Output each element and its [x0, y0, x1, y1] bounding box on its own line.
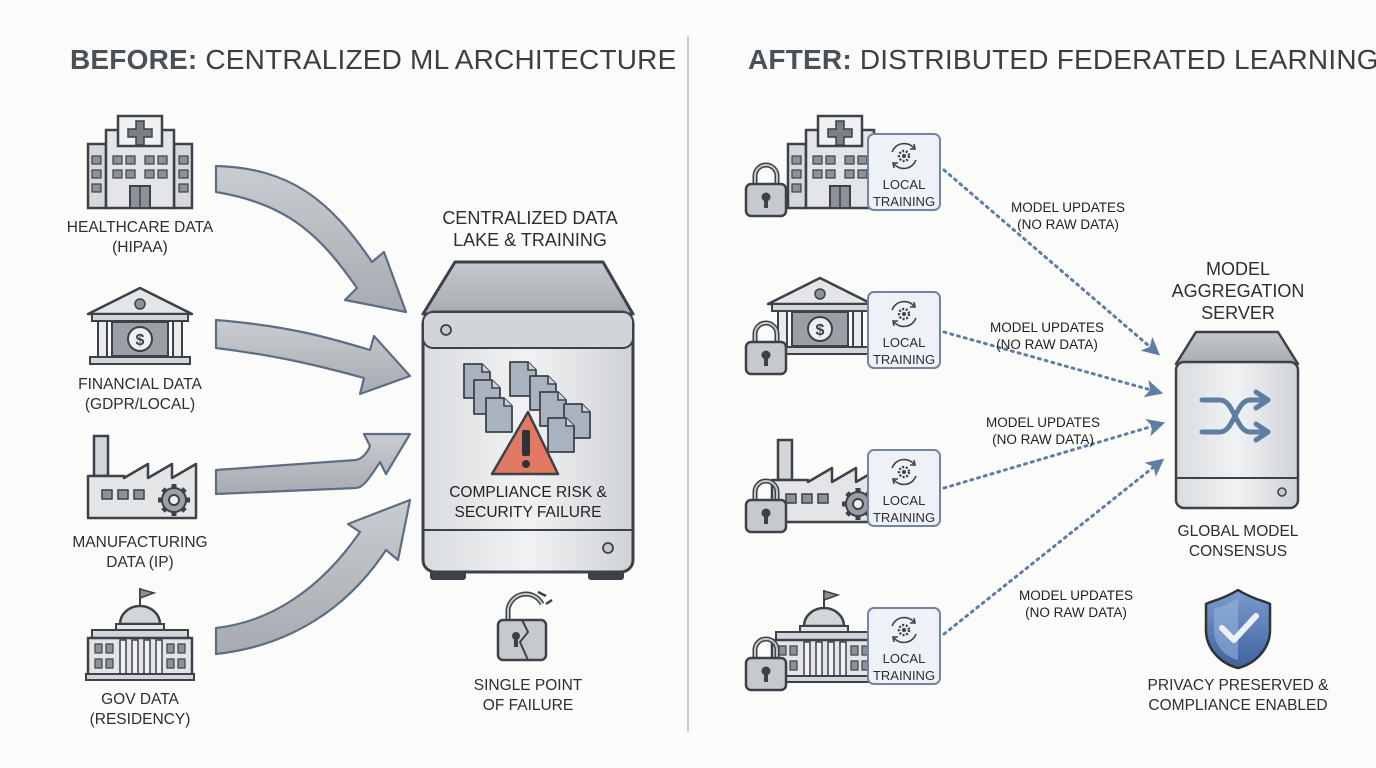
source-label-manufacturing: MANUFACTURING DATA (IP) [40, 533, 240, 573]
source-label-line: FINANCIAL DATA [78, 376, 202, 393]
after-heading: AFTER: DISTRIBUTED FEDERATED LEARNING [748, 44, 1376, 76]
local-training-line: LOCAL [882, 651, 926, 666]
warning-icon [490, 410, 560, 476]
source-label-healthcare: HEALTHCARE DATA (HIPAA) [40, 218, 240, 258]
model-update-line: MODEL UPDATES [985, 415, 1101, 430]
arrow-healthcare [214, 164, 408, 314]
local-training-label: LOCAL TRAINING [868, 650, 940, 684]
data-flow-arrows [214, 164, 412, 656]
compliance-risk-line: SECURITY FAILURE [454, 504, 602, 521]
compliance-risk-label: COMPLIANCE RISK & SECURITY FAILURE [428, 483, 628, 523]
global-consensus-label: GLOBAL MODEL CONSENSUS [1138, 522, 1338, 562]
source-label-line: (GDPR/LOCAL) [84, 396, 196, 413]
shuffle-icon [1199, 389, 1271, 443]
source-label-financial: FINANCIAL DATA (GDPR/LOCAL) [40, 375, 240, 415]
before-heading-label: BEFORE: [70, 44, 198, 75]
local-training-label: LOCAL TRAINING [868, 176, 940, 210]
single-point-failure-line: SINGLE POINT [473, 677, 583, 694]
aggregation-server-title: MODEL AGGREGATION SERVER [1138, 258, 1338, 324]
privacy-preserved-line: COMPLIANCE ENABLED [1148, 697, 1328, 714]
aggregation-server-title-line: MODEL [1205, 259, 1270, 279]
government-building-icon [84, 586, 196, 682]
model-update-line: (NO RAW DATA) [1017, 217, 1119, 232]
after-heading-label: AFTER: [748, 44, 852, 75]
before-heading-title: CENTRALIZED ML ARCHITECTURE [205, 44, 677, 75]
source-label-line: MANUFACTURING [72, 534, 208, 551]
update-arrow-3 [942, 418, 1166, 490]
model-update-line: (NO RAW DATA) [1025, 605, 1127, 620]
central-server-title: CENTRALIZED DATA LAKE & TRAINING [418, 207, 642, 251]
source-label-gov: GOV DATA (RESIDENCY) [40, 690, 240, 730]
local-training-line: TRAINING [872, 510, 936, 525]
single-point-failure-line: OF FAILURE [482, 697, 574, 714]
arrow-gov [214, 498, 412, 656]
source-label-line: DATA (IP) [106, 554, 174, 571]
compliance-risk-line: COMPLIANCE RISK & [449, 484, 607, 501]
factory-icon [88, 436, 196, 518]
lock-icon [746, 165, 786, 216]
central-data-lake-server [421, 260, 635, 580]
source-label-line: HEALTHCARE DATA [66, 219, 214, 236]
local-training-line: TRAINING [872, 668, 936, 683]
broken-lock-icon [496, 590, 553, 662]
local-training-line: TRAINING [872, 352, 936, 367]
privacy-preserved-label: PRIVACY PRESERVED & COMPLIANCE ENABLED [1128, 676, 1348, 716]
bank-icon [86, 286, 194, 366]
central-server-title-line: LAKE & TRAINING [453, 230, 607, 250]
model-update-line: MODEL UPDATES [989, 320, 1105, 335]
model-update-line: MODEL UPDATES [1010, 200, 1126, 215]
local-training-line: LOCAL [882, 335, 926, 350]
model-update-label: MODEL UPDATES (NO RAW DATA) [996, 587, 1156, 621]
model-update-line: MODEL UPDATES [1018, 588, 1134, 603]
after-heading-title: DISTRIBUTED FEDERATED LEARNING [859, 44, 1376, 75]
local-training-line: LOCAL [882, 493, 926, 508]
aggregation-server-title-line: SERVER [1201, 303, 1275, 323]
model-update-arrows [942, 168, 1166, 636]
before-heading: BEFORE: CENTRALIZED ML ARCHITECTURE [70, 44, 676, 76]
single-point-failure-label: SINGLE POINT OF FAILURE [428, 676, 628, 716]
source-label-line: (RESIDENCY) [89, 711, 191, 728]
update-arrow-2 [942, 330, 1164, 398]
model-update-label: MODEL UPDATES (NO RAW DATA) [963, 414, 1123, 448]
model-update-line: (NO RAW DATA) [992, 432, 1094, 447]
privacy-preserved-line: PRIVACY PRESERVED & [1147, 677, 1329, 694]
arrow-manufacturing [214, 432, 412, 496]
local-training-label: LOCAL TRAINING [868, 334, 940, 368]
local-training-line: TRAINING [872, 194, 936, 209]
source-label-line: GOV DATA [101, 691, 179, 708]
hospital-icon [86, 114, 194, 210]
model-update-label: MODEL UPDATES (NO RAW DATA) [988, 199, 1148, 233]
model-update-line: (NO RAW DATA) [996, 337, 1098, 352]
update-arrow-4 [942, 458, 1165, 636]
global-consensus-line: GLOBAL MODEL [1177, 523, 1299, 540]
central-server-title-line: CENTRALIZED DATA [442, 208, 618, 228]
aggregation-server [1174, 330, 1300, 510]
global-consensus-line: CONSENSUS [1188, 543, 1288, 560]
model-update-label: MODEL UPDATES (NO RAW DATA) [967, 319, 1127, 353]
source-label-line: (HIPAA) [112, 239, 168, 256]
local-training-line: LOCAL [882, 177, 926, 192]
update-arrow-1 [942, 168, 1161, 356]
aggregation-server-title-line: AGGREGATION [1171, 281, 1305, 301]
arrow-financial [214, 318, 412, 396]
shield-check-icon [1204, 588, 1272, 670]
local-training-label: LOCAL TRAINING [868, 492, 940, 526]
